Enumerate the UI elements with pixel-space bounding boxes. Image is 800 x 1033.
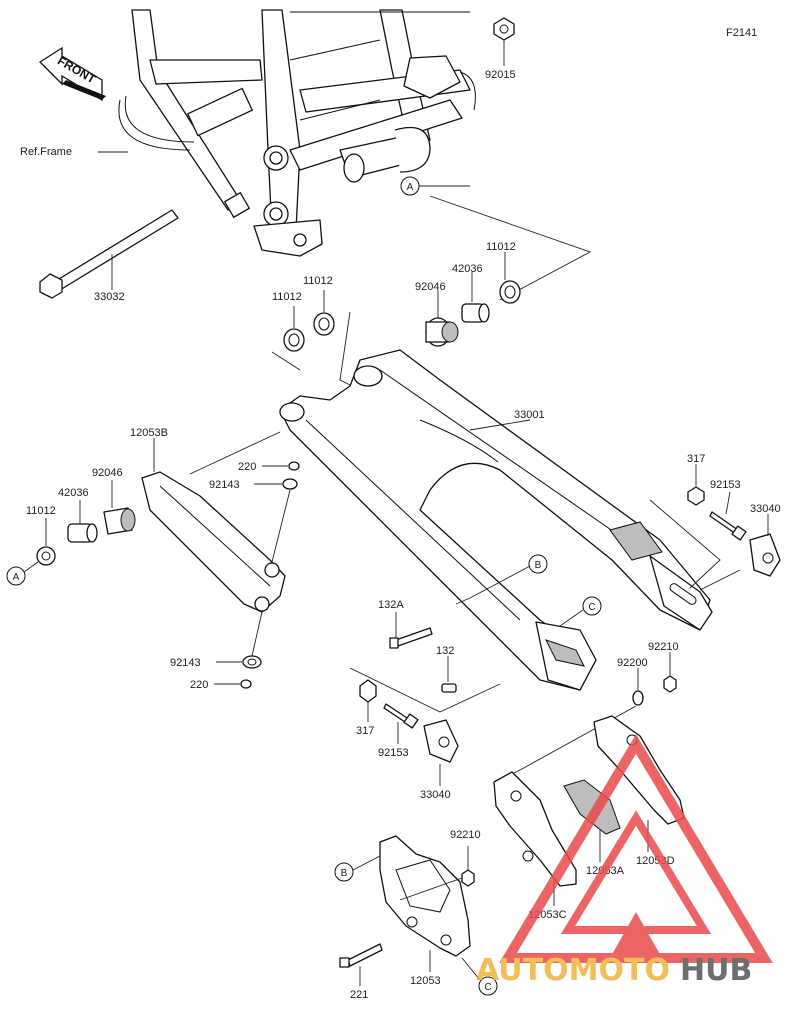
label-221: 221 [350,989,368,1001]
bolt-132A [389,627,433,649]
callout-c-mid: C [582,596,602,616]
swingarm-33001 [279,349,713,691]
adjuster-33040-left [423,719,459,763]
label-11012-l1: 11012 [272,291,302,303]
washer-92143-lower [242,655,262,669]
callout-a-top: A [400,176,420,196]
callout-c-lower: C [478,976,498,996]
frame-reference [118,9,476,257]
callout-a-left: A [6,566,26,586]
collar-42036-left [67,523,98,543]
chain-guide-12053A [563,779,621,835]
bearing-92046-right [425,317,459,347]
label-11012-r1: 11012 [486,241,516,253]
label-11012-l2: 11012 [303,275,333,287]
washer-92143-upper [282,478,298,490]
automotohub-logo: AUTOMOTO HUB [476,734,773,988]
seal-11012-left-b [313,312,335,336]
label-220-lower: 220 [190,679,208,691]
svg-text:AUTOMOTO: AUTOMOTO [476,953,670,988]
bolt-92153-right [709,511,747,541]
label-317-right: 317 [687,453,705,465]
label-92200: 92200 [617,657,648,669]
figure-code: F2141 [726,27,757,39]
label-92210-lower: 92210 [450,829,481,841]
nut-92210-lower [461,869,475,887]
label-12053B: 12053B [130,427,168,439]
pivot-shaft-33032 [39,209,179,299]
collar-42036-right [461,303,490,323]
bolt-221 [339,943,383,968]
nut-92015 [493,17,515,41]
label-317-left: 317 [356,725,374,737]
nut-317-left [359,679,377,703]
callout-b-mid: B [528,554,548,574]
label-92046-left: 92046 [92,467,123,479]
svg-text:C: C [484,982,491,993]
label-42036-right: 42036 [452,263,483,275]
label-220-upper: 220 [238,461,256,473]
screw-220-lower [240,679,252,689]
bolt-132 [441,683,457,693]
label-33032: 33032 [94,291,125,303]
label-92153-left: 92153 [378,747,409,759]
label-33040-left: 33040 [420,789,451,801]
label-132A: 132A [378,599,404,611]
label-132: 132 [436,645,454,657]
chain-guide-12053 [379,835,471,957]
seal-11012-right [499,280,521,304]
label-11012-left: 11012 [26,505,56,517]
chain-guide-12053C [493,771,577,887]
nut-317-right [687,486,705,506]
chain-slider-12053B [141,471,286,613]
label-92153-right: 92153 [710,479,741,491]
label-92143-upper: 92143 [209,479,240,491]
svg-text:B: B [341,868,348,879]
label-33001: 33001 [514,409,545,421]
label-92210-upper: 92210 [648,641,679,653]
label-92015: 92015 [485,69,516,81]
adjuster-33040-right [749,533,781,577]
label-92143-lower: 92143 [170,657,201,669]
svg-text:A: A [407,182,414,193]
washer-92200 [632,690,644,706]
label-12053: 12053 [410,975,441,987]
seal-11012-left-c [36,546,56,566]
svg-text:C: C [588,602,595,613]
bolt-92153-left [383,703,419,729]
svg-text:HUB: HUB [680,953,752,988]
front-arrow-icon: FRONT [38,46,106,102]
nut-92210-upper [663,675,677,693]
ref-frame-label: Ref.Frame [20,146,72,158]
callout-b-lower: B [334,862,354,882]
screw-220-upper [288,461,300,471]
svg-text:A: A [13,572,20,583]
label-92046-right: 92046 [415,281,446,293]
label-42036-left: 42036 [58,487,89,499]
label-33040-right: 33040 [750,503,781,515]
seal-11012-left-a [283,328,305,352]
svg-text:B: B [535,560,542,571]
bearing-92046-left [103,507,136,535]
